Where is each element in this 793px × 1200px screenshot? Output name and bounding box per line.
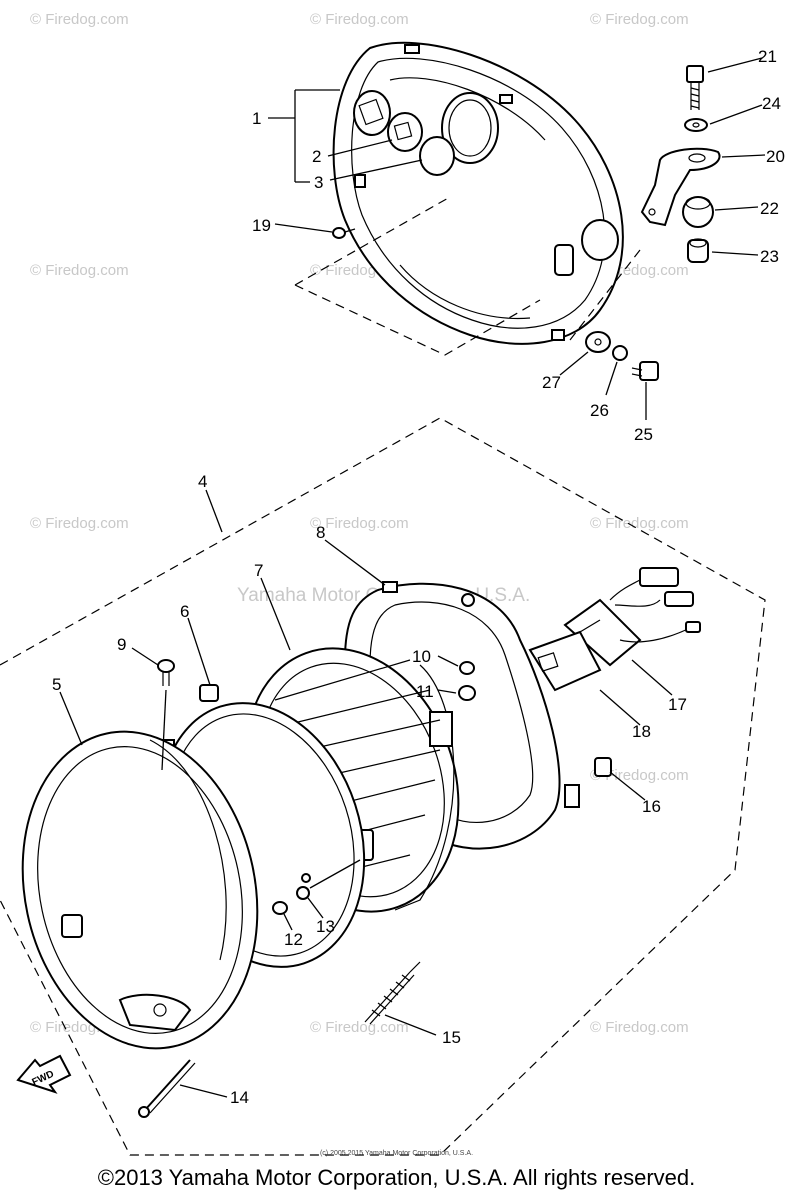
part-12-screw <box>272 901 288 915</box>
watermark: © Firedog.com <box>30 262 129 279</box>
watermark: © Firedog.com <box>30 515 129 532</box>
part-23-collar <box>687 238 709 263</box>
callout-23: 23 <box>760 247 779 266</box>
part-22-rubber <box>682 196 714 228</box>
part-5-outer-rim <box>21 730 259 1050</box>
part-9-screw <box>157 659 175 686</box>
callout-22: 22 <box>760 199 779 218</box>
part-18-connector <box>528 619 602 692</box>
callout-27: 27 <box>542 373 561 392</box>
part-20-bracket <box>640 147 721 227</box>
callout-9: 9 <box>117 635 126 654</box>
callout-19: 19 <box>252 216 271 235</box>
callout-15: 15 <box>442 1028 461 1047</box>
callout-17: 17 <box>668 695 687 714</box>
part-27-washer <box>585 331 611 353</box>
part-16-bracket <box>594 757 612 777</box>
callout-6: 6 <box>180 602 189 621</box>
part-13-nut <box>296 873 311 900</box>
part-15-spring <box>364 961 421 1025</box>
part-3-cap <box>419 136 455 176</box>
part-10-nut <box>459 661 475 675</box>
part-21-bolt <box>686 65 704 110</box>
callout-numbers: 1 2 3 4 5 6 7 8 9 10 11 12 13 14 15 16 1… <box>52 47 785 1107</box>
part-14-screw <box>138 1059 196 1118</box>
fwd-arrow-icon: FWD <box>16 1054 72 1094</box>
callout-16: 16 <box>642 797 661 816</box>
part-19-screw <box>332 227 356 239</box>
callout-11: 11 <box>416 682 434 701</box>
callout-26: 26 <box>590 401 609 420</box>
watermark: © Firedog.com <box>30 11 129 28</box>
callout-1: 1 <box>252 109 261 128</box>
small-copyright: (c) 2005 2015 Yamaha Motor Corporation, … <box>319 1150 474 1157</box>
headlight-case <box>332 41 624 345</box>
callout-5: 5 <box>52 675 61 694</box>
callout-24: 24 <box>762 94 781 113</box>
callout-7: 7 <box>254 561 263 580</box>
callout-4: 4 <box>198 472 207 491</box>
part-17-harness <box>563 567 701 667</box>
callout-13: 13 <box>316 917 335 936</box>
watermark: © Firedog.com <box>310 11 409 28</box>
callout-3: 3 <box>314 173 323 192</box>
part-25-bolt <box>631 361 659 381</box>
callout-10: 10 <box>412 647 431 666</box>
part-26-lockwasher <box>612 345 628 361</box>
callout-14: 14 <box>230 1088 249 1107</box>
callout-18: 18 <box>632 722 651 741</box>
callout-21: 21 <box>758 47 777 66</box>
copyright-footer: ©2013 Yamaha Motor Corporation, U.S.A. A… <box>97 1165 696 1190</box>
watermark: © Firedog.com <box>590 11 689 28</box>
watermark: © Firedog.com <box>590 515 689 532</box>
callout-2: 2 <box>312 147 321 166</box>
watermark: © Firedog.com <box>310 1019 409 1036</box>
callout-25: 25 <box>634 425 653 444</box>
leader-lines <box>59 57 766 1098</box>
callout-20: 20 <box>766 147 785 166</box>
watermarks: © Firedog.com © Firedog.com © Firedog.co… <box>30 11 689 1036</box>
watermark: © Firedog.com <box>590 1019 689 1036</box>
watermark: © Firedog.com <box>310 515 409 532</box>
callout-12: 12 <box>284 930 303 949</box>
callout-8: 8 <box>316 523 325 542</box>
part-24-washer <box>684 118 708 132</box>
part-11-nut <box>458 685 476 701</box>
watermark: © Firedog.com <box>590 767 689 784</box>
